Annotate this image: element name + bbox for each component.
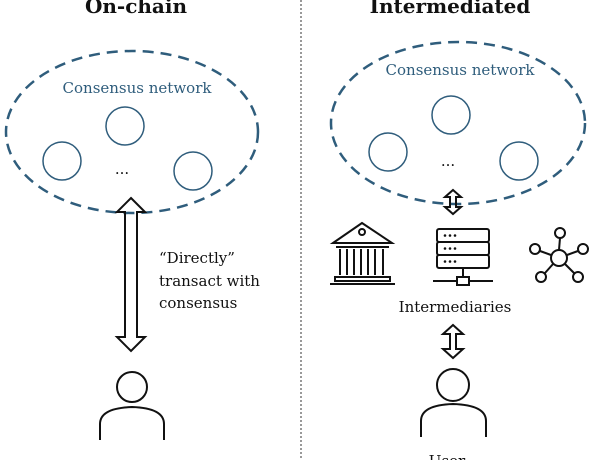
network-label: Consensus network	[63, 79, 213, 97]
network-label: Consensus network	[386, 61, 536, 79]
node	[173, 151, 213, 191]
arrow-text-line: transact with	[159, 272, 260, 290]
bank-icon	[329, 221, 396, 285]
double-arrow-icon	[442, 188, 464, 216]
node	[105, 106, 145, 146]
node	[368, 132, 408, 172]
node	[499, 141, 539, 181]
network-hub-icon	[529, 227, 589, 283]
double-arrow-icon	[440, 323, 466, 360]
node	[42, 141, 82, 181]
server-icon	[433, 228, 493, 286]
double-arrow-icon	[114, 196, 148, 353]
ellipsis: ...	[115, 160, 129, 178]
on-chain-title: On-chain	[85, 0, 188, 18]
network-boundary	[4, 49, 260, 215]
user-icon	[99, 371, 165, 440]
intermediated-title: Intermediated	[370, 0, 531, 18]
left-consensus-network: Consensus network ...	[4, 49, 260, 215]
network-boundary	[329, 40, 587, 206]
node	[431, 95, 471, 135]
ellipsis: ...	[441, 152, 455, 170]
intermediaries-label: Intermediaries	[399, 298, 512, 316]
user-label: User	[429, 452, 466, 460]
arrow-text-line: consensus	[159, 294, 237, 312]
user-icon	[420, 368, 487, 437]
right-consensus-network: Consensus network ...	[329, 40, 587, 206]
arrow-text-line: “Directly”	[159, 249, 235, 267]
